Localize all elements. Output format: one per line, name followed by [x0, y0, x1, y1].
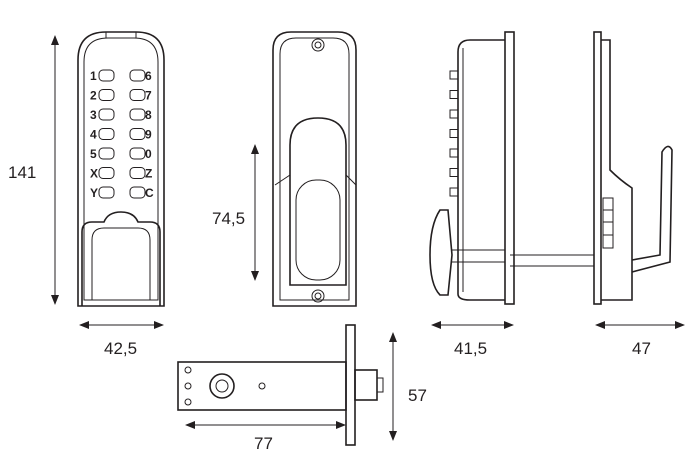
key-label-left: X: [90, 167, 98, 181]
key-button[interactable]: [98, 147, 115, 160]
oval-height-dimension: 74,5: [212, 144, 259, 281]
knob: [81, 211, 161, 306]
key-label-left: 4: [90, 128, 97, 142]
side-key: [449, 148, 458, 158]
handle-depth-label: 47: [632, 339, 651, 358]
latch-length-dimension: 77: [185, 421, 346, 453]
key-label-left: 2: [90, 89, 97, 103]
key-button[interactable]: [98, 108, 115, 121]
key-label-left: 1: [90, 69, 97, 83]
height-label: 141: [8, 163, 36, 182]
key-button[interactable]: [129, 128, 146, 140]
latch-view: [177, 324, 384, 446]
height-dimension: 141: [8, 35, 59, 305]
front-width-dimension: 42,5: [79, 321, 164, 358]
front-view: 1 2 3 4 5XY 6 7 8 9 0ZC: [77, 31, 165, 307]
key-label-right: Z: [145, 167, 152, 181]
side-key: [449, 187, 458, 197]
key-label-right: 9: [145, 128, 152, 142]
oval-cover: [289, 117, 347, 286]
key-label-left: 5: [90, 147, 97, 161]
side-key: [449, 129, 458, 138]
front-width-label: 42,5: [104, 339, 137, 358]
latch-height-dimension: 57: [389, 332, 427, 441]
side-depth-dimension: 41,5: [431, 321, 514, 358]
key-label-right: 7: [145, 89, 152, 103]
latch-length-label: 77: [254, 434, 273, 453]
key-button[interactable]: [129, 186, 146, 199]
key-button[interactable]: [98, 89, 115, 101]
key-label-right: 6: [145, 69, 152, 83]
keypad-left-column: 1 2 3 4 5XY: [90, 69, 115, 200]
key-label-right: 0: [145, 147, 152, 161]
key-button[interactable]: [98, 186, 115, 199]
key-button[interactable]: [129, 69, 146, 82]
side-view-left: [429, 31, 515, 305]
latch-height-label: 57: [408, 386, 427, 405]
key-button[interactable]: [129, 89, 146, 101]
key-button[interactable]: [129, 108, 146, 121]
key-button[interactable]: [98, 69, 115, 82]
handle: [631, 145, 673, 273]
key-button[interactable]: [98, 167, 115, 179]
keypad-right-column: 6 7 8 9 0ZC: [129, 69, 154, 200]
key-label-right: 8: [145, 108, 152, 122]
side-key: [449, 90, 458, 99]
key-label-left: 3: [90, 108, 97, 122]
side-depth-label: 41,5: [454, 339, 487, 358]
side-key: [449, 168, 458, 177]
side-view-right: [510, 31, 673, 305]
side-key: [449, 70, 458, 80]
side-key: [449, 109, 458, 119]
key-button[interactable]: [98, 128, 115, 140]
key-button[interactable]: [129, 147, 146, 160]
key-label-left: Y: [90, 186, 98, 200]
key-button[interactable]: [129, 167, 146, 179]
handle-depth-dimension: 47: [595, 321, 685, 358]
oval-height-label: 74,5: [212, 209, 245, 228]
rear-view: [272, 31, 357, 307]
key-label-right: C: [145, 186, 154, 200]
side-knob: [429, 209, 453, 296]
